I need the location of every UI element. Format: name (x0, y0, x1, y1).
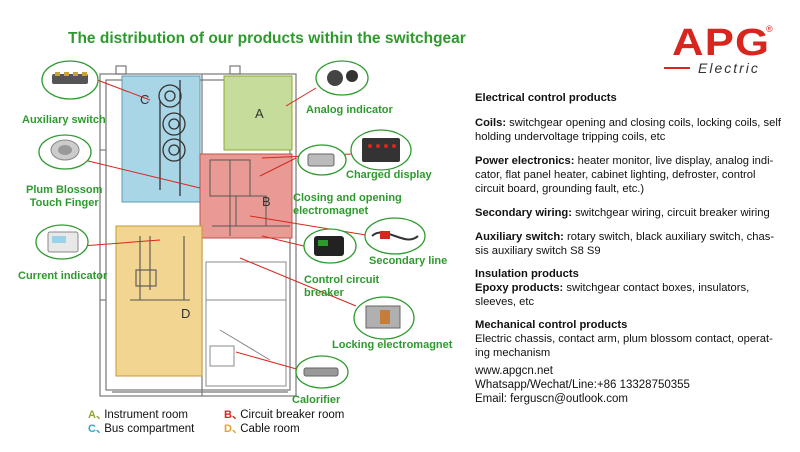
aux-label: Auxiliary switch: (475, 231, 564, 243)
power-line3: circuit board, grounding fault, etc.) (475, 183, 645, 195)
callout-locking-electromagnet: Locking electromagnet (332, 339, 453, 351)
callout-closing-opening-line1: Closing and opening (293, 192, 402, 204)
letter-b: B (262, 194, 271, 209)
callout-calorifier: Calorifier (292, 394, 341, 406)
page-title: The distribution of our products within … (68, 30, 466, 47)
cable-room (115, 225, 203, 377)
coils-line1: switchgear opening and closing coils, lo… (506, 117, 781, 129)
switchgear-diagram: C A B D (35, 60, 426, 397)
cable-room-parts (130, 236, 190, 301)
letter-a: A (255, 106, 264, 121)
electromagnet-image (297, 144, 347, 176)
wiring-label: Secondary wiring: (475, 207, 572, 219)
calorifier-image (295, 355, 349, 389)
callout-control-breaker: Control circuit breaker (304, 274, 379, 300)
current-indicator-image (35, 224, 89, 260)
charged-display-image (350, 129, 412, 171)
power-label: Power electronics: (475, 155, 575, 167)
legend-item-d: D、 Cable room (224, 420, 300, 436)
callout-plum-blossom-line1: Plum Blossom (26, 184, 103, 196)
epoxy-line1: switchgear contact boxes, insulators, (563, 282, 750, 294)
letter-c: C (140, 92, 149, 107)
legend-key-c: C、 (88, 423, 107, 435)
contact-phone: Whatsapp/Wechat/Line:+86 13328750355 (475, 379, 690, 391)
secondary-line-image (364, 217, 426, 255)
bus-compartment (121, 75, 201, 203)
contact-email[interactable]: Email: ferguscn@outlook.com (475, 393, 628, 405)
plum-blossom-image (38, 134, 92, 170)
letter-d: D (181, 306, 190, 321)
callout-current-indicator: Current indicator (18, 270, 108, 282)
contact-website[interactable]: www.apgcn.net (475, 365, 553, 377)
legend-item-b: B、 Circuit breaker room (224, 406, 344, 422)
callout-plum-blossom: Plum Blossom Touch Finger (26, 184, 102, 210)
legend-label-d: Cable room (240, 423, 300, 435)
locking-electromagnet-image (353, 296, 415, 340)
brand-logo: APG (672, 22, 771, 64)
mechanical-line2: ing mechanism (475, 347, 551, 359)
lower-compartment (205, 261, 287, 387)
registered-mark: ® (766, 24, 773, 34)
power-line1: heater monitor, live display, analog ind… (574, 155, 774, 167)
callout-plum-blossom-line2: Touch Finger (29, 197, 99, 209)
breaker-mechanism (209, 159, 290, 236)
legend-label-c: Bus compartment (104, 423, 195, 435)
legend-item-c: C、 Bus compartment (88, 420, 194, 436)
product-coils: Coils: switchgear opening and closing co… (475, 116, 793, 144)
product-insulation: Epoxy products: switchgear contact boxes… (475, 281, 793, 309)
control-breaker-image (303, 228, 357, 264)
callout-control-breaker-line2: breaker (304, 287, 344, 299)
callout-closing-opening: Closing and opening electromagnet (293, 192, 402, 218)
coils-line2: holding undervoltage tripping coils, etc (475, 131, 666, 143)
legend-item-a: A、 Instrument room (88, 406, 188, 422)
epoxy-label: Epoxy products: (475, 282, 564, 294)
callout-charged-display: Charged display (346, 169, 432, 181)
epoxy-line2: sleeves, etc (475, 296, 535, 308)
aux-line1: rotary switch, black auxiliary switch, c… (563, 231, 775, 243)
analog-indicator-image (315, 60, 369, 96)
callout-secondary-line: Secondary line (369, 255, 448, 267)
products-column: Electrical control products Coils: switc… (475, 92, 793, 406)
product-secondary-wiring: Secondary wiring: switchgear wiring, cir… (475, 206, 793, 220)
product-power-electronics: Power electronics: heater monitor, live … (475, 154, 793, 196)
instrument-room (223, 75, 293, 151)
legend-key-d: D、 (224, 423, 243, 435)
legend-label-b: Circuit breaker room (240, 409, 345, 421)
busbars (158, 80, 186, 196)
power-line2: cator, flat panel heater, cabinet lighti… (475, 169, 756, 181)
product-auxiliary-switch: Auxiliary switch: rotary switch, black a… (475, 230, 793, 258)
products-heading: Electrical control products (475, 92, 617, 104)
callout-closing-opening-line2: electromagnet (293, 205, 369, 217)
callout-control-breaker-line1: Control circuit (304, 274, 380, 286)
product-mechanical: Electric chassis, contact arm, plum blos… (475, 332, 793, 360)
legend-label-a: Instrument room (104, 409, 188, 421)
brand-subtitle: Electric (698, 60, 760, 76)
coils-label: Coils: (475, 117, 507, 129)
insulation-heading: Insulation products (475, 268, 579, 280)
mechanical-line1: Electric chassis, contact arm, plum blos… (475, 333, 773, 345)
mechanical-heading: Mechanical control products (475, 319, 628, 331)
auxiliary-switch-image (41, 60, 99, 100)
wiring-line1: switchgear wiring, circuit breaker wirin… (571, 207, 770, 219)
logo-divider (664, 67, 690, 69)
aux-line2: sis auxiliary switch S8 S9 (475, 245, 601, 257)
callout-auxiliary-switch: Auxiliary switch (22, 114, 106, 126)
callout-analog-indicator: Analog indicator (306, 104, 393, 116)
